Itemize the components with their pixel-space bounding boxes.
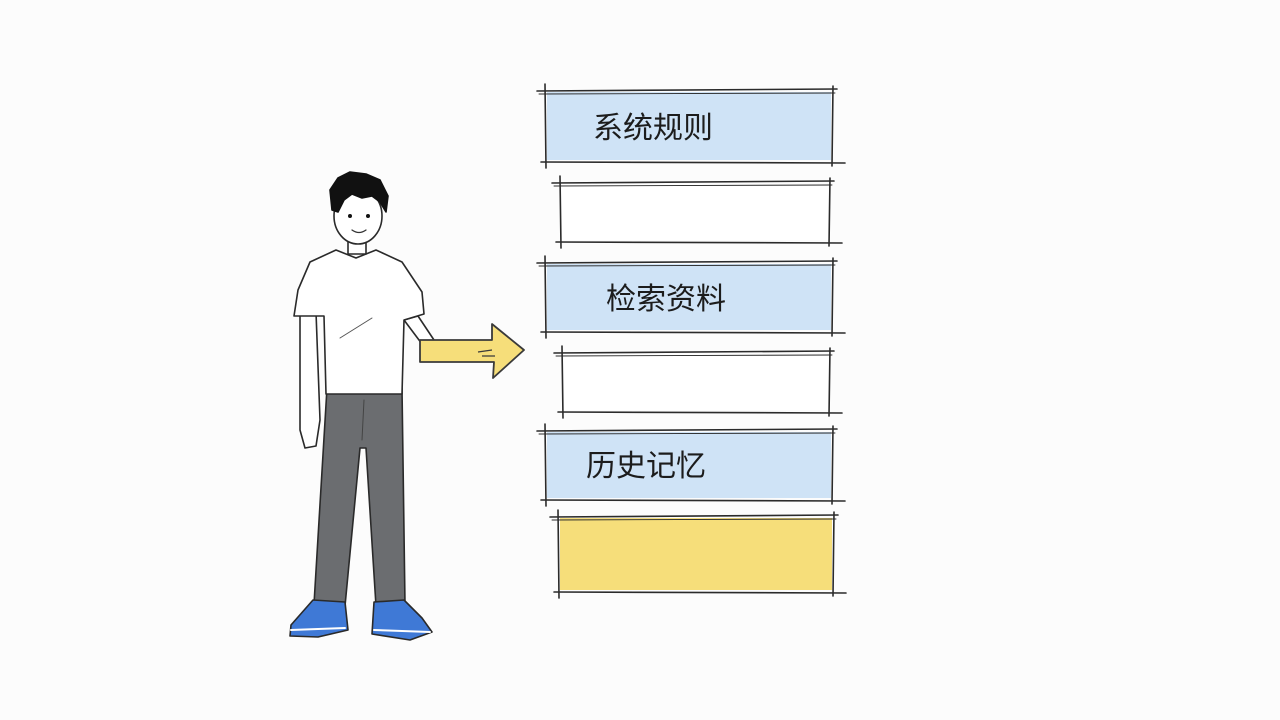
block-fill [560, 518, 832, 590]
block-2-empty [551, 175, 843, 249]
block-fill [547, 432, 831, 498]
block-4-empty [553, 345, 843, 419]
block-label: 系统规则 [593, 111, 713, 146]
block-6-highlight [549, 509, 847, 599]
block-label: 历史记忆 [586, 449, 706, 484]
block-fill [564, 354, 828, 410]
block-fill [547, 264, 831, 330]
pants [313, 387, 406, 607]
person-figure [289, 171, 435, 641]
t-shirt [293, 249, 425, 395]
left-arm [299, 311, 321, 449]
block-fill [562, 184, 828, 240]
block-3-labeled: 检索资料 [536, 255, 846, 339]
block-fill [547, 92, 831, 160]
block-label: 检索资料 [606, 282, 726, 317]
right-shoe [371, 599, 433, 641]
pointer-arrow-icon [419, 323, 525, 379]
hair [329, 171, 389, 213]
block-1-labeled: 系统规则 [536, 83, 846, 169]
left-shoe [289, 599, 349, 638]
block-5-labeled: 历史记忆 [536, 423, 846, 507]
